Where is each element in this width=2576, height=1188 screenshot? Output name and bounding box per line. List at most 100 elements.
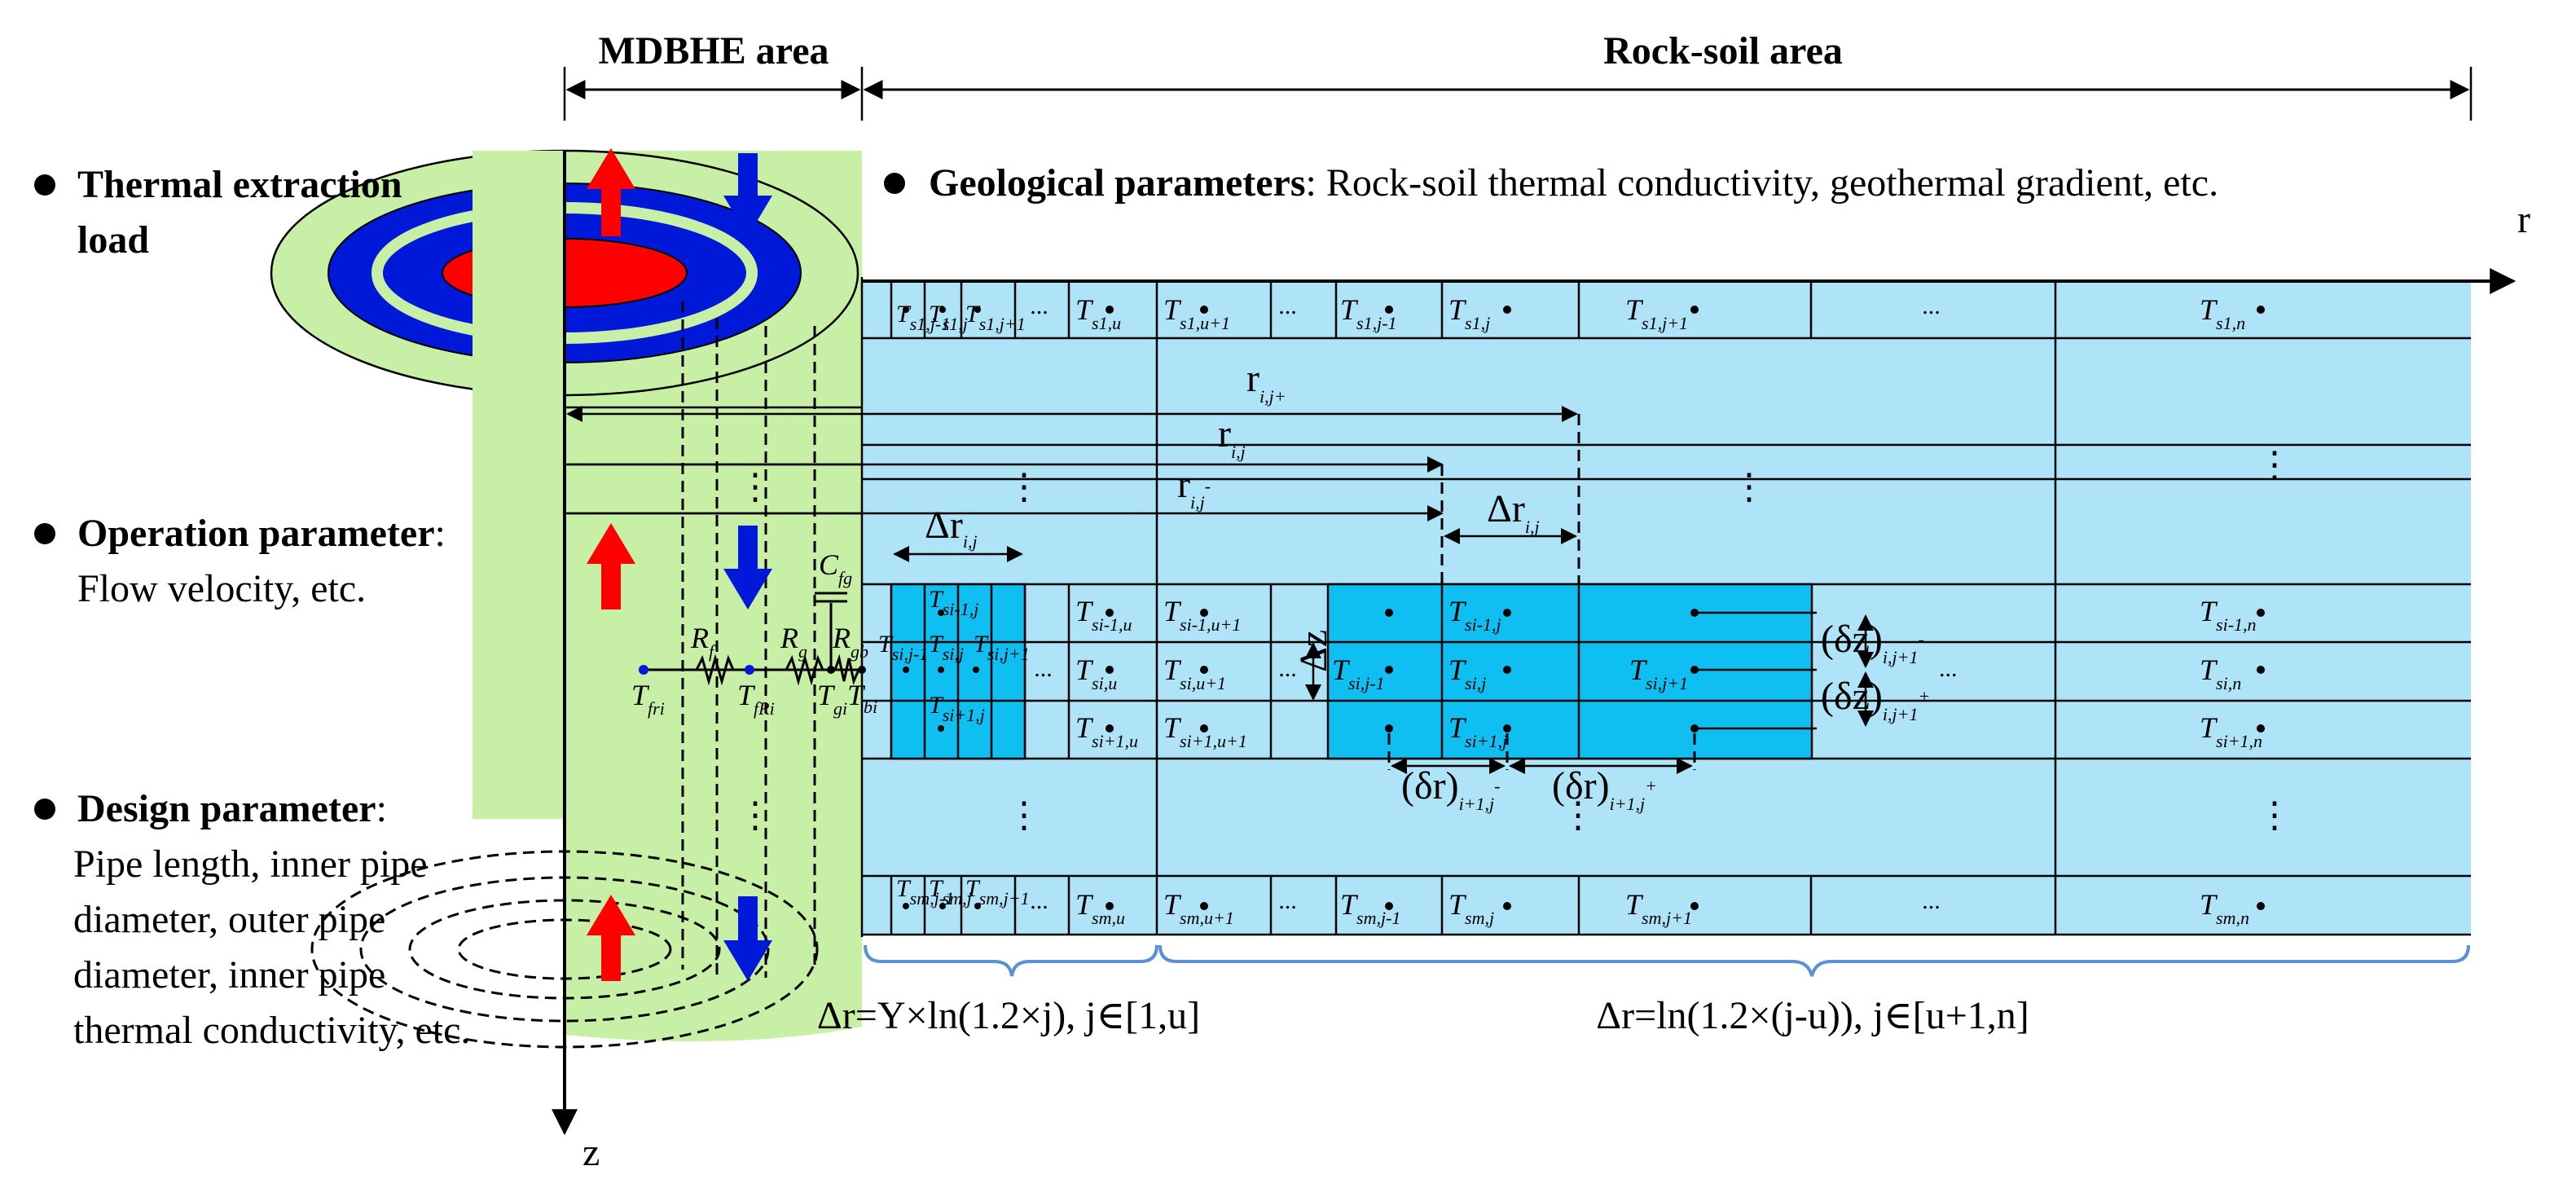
cell-s1-j+1-right: Ts1,j+1 [1625, 293, 1688, 333]
middle-u-cells: Tsi-1,u Tsi,u Tsi+1,u Tsi-1,u+1 Tsi,u+1 … [1075, 595, 1298, 751]
middle-n-cells: Tsi-1,n Tsi,n Tsi+1,n [2200, 595, 2262, 751]
top-row-cells: Ts1,j-1 Ts1,j Ts1,j+1 Ts1,u Ts1,u+1 Ts1,… [896, 293, 2245, 334]
cell-s1-u+1: Ts1,u+1 [1163, 293, 1230, 333]
cell-si-1-u: Tsi-1,u [1075, 595, 1132, 635]
delta-r-right-label: Δri,j [1487, 487, 1540, 537]
cell-sm-j+1-right: Tsm,j+1 [1625, 888, 1692, 928]
cell-si-1-n: Tsi-1,n [2200, 595, 2257, 635]
r-axis-label: r [2517, 198, 2530, 241]
radius-r-minus-label: ri,j- [1177, 463, 1211, 513]
top-hdots-1: ... [1031, 293, 1049, 319]
cell-s1-j-1-right: Ts1,j-1 [1340, 293, 1397, 333]
design-parameter-line-4: thermal conductivity, etc. [73, 1009, 470, 1052]
cell-si-1-j-right: Tsi-1,j [1448, 595, 1501, 635]
downward-flow-arrow-top [723, 153, 772, 236]
cell-sm-j-left: Tsm,j [929, 875, 972, 909]
resistor-rg-icon [785, 653, 824, 686]
brace-right [1158, 944, 2470, 977]
label-cfg: Cfg [819, 548, 852, 588]
cell-si-j-1-right: Tsi,j-1 [1332, 653, 1385, 693]
top-hdots-3: ... [1923, 293, 1941, 319]
middle-right-block-cells: Tsi-1,j Tsi,j-1 Tsi,j Tsi,j+1 Tsi+1,j [1332, 595, 1688, 751]
geological-parameters: Geological parameters: Rock-soil thermal… [884, 161, 2218, 205]
design-parameter-line-1: Pipe length, inner pipe [73, 843, 428, 886]
cell-sm-u+1: Tsm,u+1 [1163, 888, 1234, 928]
label-rg: Rg [780, 622, 807, 662]
z-axis-label: z [582, 1131, 600, 1174]
design-parameter-line-3: diameter, inner pipe [73, 953, 385, 997]
bullet-icon [34, 799, 55, 820]
delta-z-label: Δz [1292, 630, 1335, 672]
downward-flow-arrow-bottom [723, 896, 772, 981]
cell-si-u+1: Tsi,u+1 [1163, 653, 1226, 693]
thermal-resistance-circuit: Rf Rg Rgb Cfg Tfri TfRi Tgi Tbi [631, 548, 877, 719]
vdots-grid-6: ⋮ [2257, 795, 2292, 835]
cell-si+1-u: Tsi+1,u [1075, 711, 1138, 751]
cell-sm-u: Tsm,u [1075, 888, 1125, 928]
brace-left [864, 944, 1158, 977]
bottom-hdots-1: ... [1031, 887, 1049, 914]
design-parameter-line-2: diameter, outer pipe [73, 898, 385, 941]
radius-r-label: ri,j [1218, 412, 1246, 462]
bullet-icon [34, 174, 55, 196]
cell-sm-j+1-left: Tsm,j+1 [965, 875, 1030, 909]
bottom-hdots-3: ... [1923, 887, 1941, 914]
cell-si-j-left: Tsi,j [929, 631, 964, 664]
cell-si-u: Tsi,u [1075, 653, 1117, 693]
bottom-hdots-2: ... [1279, 887, 1298, 914]
cell-s1-j-right: Ts1,j [1448, 293, 1490, 333]
label-rf: Rf [690, 622, 716, 662]
downward-flow-arrow-mid [723, 526, 772, 609]
top-hdots-2: ... [1279, 293, 1298, 319]
vdots-grid-5: ⋮ [1560, 795, 1596, 835]
axes: r z [552, 151, 2530, 1174]
radius-dimensions: ri,j+ ri,j ri,j- Δri,j Δri,j Δz [566, 357, 1580, 701]
delta-r-left-label: Δri,j [925, 504, 978, 552]
cell-sm-j-1-right: Tsm,j-1 [1340, 888, 1400, 928]
upward-flow-arrow-bottom [587, 895, 635, 981]
vdots-grid-2: ⋮ [1731, 467, 1767, 507]
vdots-grid-4: ⋮ [1006, 795, 1042, 835]
header-dimensions: MDBHE area Rock-soil area [563, 29, 2473, 121]
cell-si-n: Tsi,n [2200, 653, 2241, 693]
left-panel: Thermal extraction load Operation parame… [34, 163, 470, 1052]
design-parameter-title: Design parameter: [77, 787, 387, 830]
cell-s1-n: Ts1,n [2200, 293, 2245, 333]
resistor-rf-icon [695, 653, 735, 686]
label-rgb: Rgb [832, 622, 868, 662]
formula-left: Δr=Y×ln(1.2×j), j∈[1,u] [817, 994, 1200, 1037]
vdots-cylinder-bottom: ⋮ [737, 795, 773, 835]
cell-si+1-u+1: Tsi+1,u+1 [1163, 711, 1247, 751]
cell-si-j+1-left: Tsi,j+1 [974, 631, 1030, 664]
delta-z-minus-label: (δz)i,j+1- [1821, 618, 1924, 667]
flow-arrows [587, 148, 772, 981]
cell-sm-j-1-left: Tsm,j-1 [896, 875, 954, 909]
spacing-formulas: Δr=Y×ln(1.2×j), j∈[1,u] Δr=ln(1.2×(j-u))… [817, 944, 2470, 1037]
cell-si-j+1-right: Tsi,j+1 [1629, 653, 1688, 693]
cell-si+1-n: Tsi+1,n [2200, 711, 2262, 751]
vdots-cylinder-top: ⋮ [737, 467, 773, 507]
delta-r-plus-label: (δr)i+1,j+ [1552, 764, 1657, 814]
cell-si-1-j-left: Tsi-1,j [929, 586, 978, 619]
cell-sm-j-right: Tsm,j [1448, 888, 1494, 928]
cell-s1-u: Ts1,u [1075, 293, 1121, 333]
mid-hdots-1: ... [1035, 655, 1053, 682]
cell-si+1-j-right: Tsi+1,j [1448, 711, 1507, 751]
bullet-icon [884, 173, 905, 194]
vdots-grid-1: ⋮ [1006, 467, 1042, 507]
delta-z-plus-label: (δz)i,j+1+ [1821, 675, 1930, 724]
formula-right: Δr=ln(1.2×(j-u)), j∈[u+1,n] [1596, 994, 2029, 1037]
cell-si-j-1-left: Tsi,j-1 [878, 631, 928, 664]
bottom-row-cells: Tsm,j-1 Tsm,j Tsm,j+1 Tsm,u Tsm,u+1 Tsm,… [896, 875, 2249, 928]
node-dots [903, 306, 2265, 910]
upward-flow-arrow-mid [587, 523, 635, 609]
delta-r-minus-label: (δr)i+1,j- [1401, 764, 1500, 814]
bullet-icon [34, 523, 55, 544]
operation-parameter-desc: Flow velocity, etc. [77, 567, 366, 610]
radius-r-plus-label: ri,j+ [1246, 357, 1286, 407]
geological-parameters-text: Geological parameters: Rock-soil thermal… [929, 161, 2218, 205]
label-tfri: Tfri [631, 679, 665, 719]
cell-si-1-u+1: Tsi-1,u+1 [1163, 595, 1241, 635]
vdots-grid-3: ⋮ [2257, 445, 2292, 485]
